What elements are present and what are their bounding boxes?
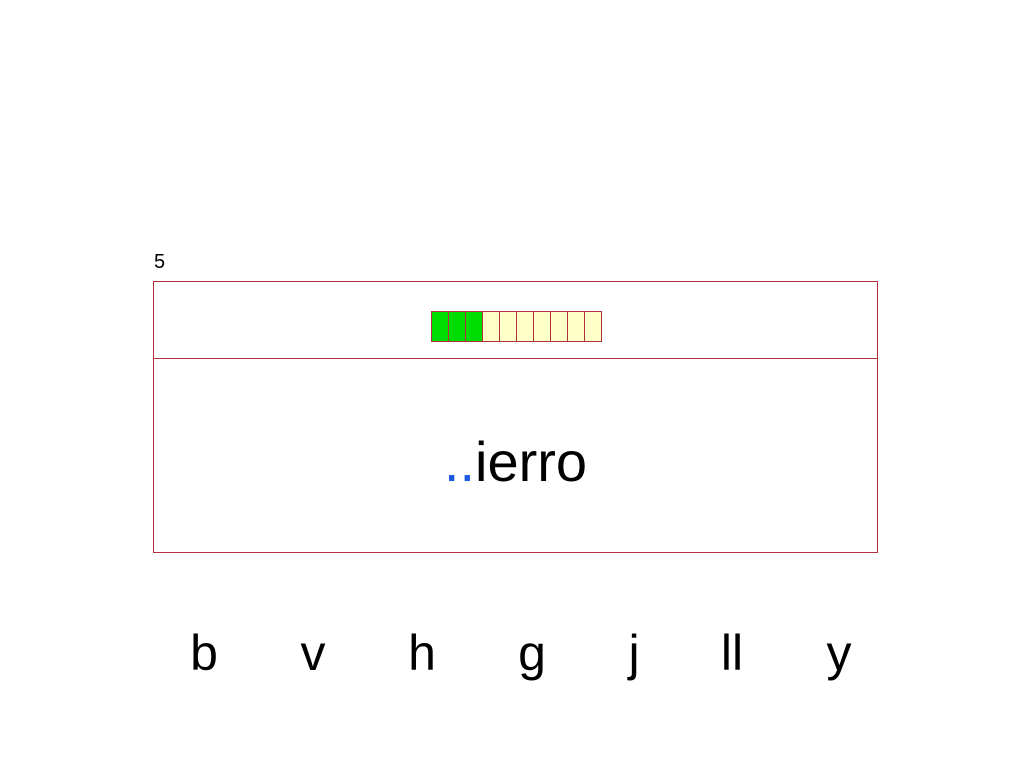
option-y[interactable]: y xyxy=(826,625,852,681)
word-blank: .. xyxy=(443,430,476,493)
progress-cell-done xyxy=(432,311,449,342)
word-rest: ierro xyxy=(475,430,588,493)
progress-cell-todo xyxy=(551,311,568,342)
progress-cell-done xyxy=(449,311,466,342)
exercise-card: ..ierro xyxy=(153,281,878,553)
progress-cell-done xyxy=(466,311,483,342)
option-g[interactable]: g xyxy=(518,625,546,681)
option-ll[interactable]: ll xyxy=(720,625,744,681)
progress-bar xyxy=(431,311,602,342)
progress-cell-todo xyxy=(568,311,585,342)
progress-cell-todo xyxy=(517,311,534,342)
question-number: 5 xyxy=(154,251,166,273)
option-h[interactable]: h xyxy=(408,625,436,681)
option-b[interactable]: b xyxy=(190,625,218,681)
option-v[interactable]: v xyxy=(300,625,326,681)
letter-options: b v h g j ll y xyxy=(0,620,1024,690)
progress-cell-todo xyxy=(585,311,602,342)
card-header xyxy=(154,282,877,359)
progress-cell-todo xyxy=(500,311,517,342)
target-word: ..ierro xyxy=(154,427,877,497)
progress-cell-todo xyxy=(534,311,551,342)
progress-cell-todo xyxy=(483,311,500,342)
option-j[interactable]: j xyxy=(628,625,640,681)
